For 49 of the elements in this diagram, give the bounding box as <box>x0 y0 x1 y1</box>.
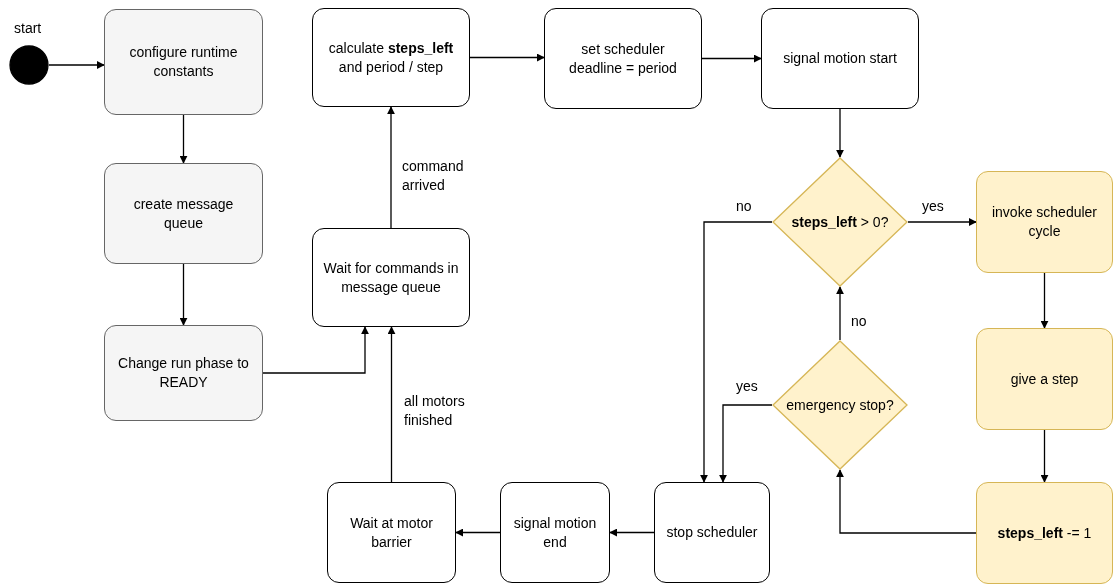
process-box <box>976 328 1113 430</box>
node-text: calculate steps_left and period / step <box>327 38 455 77</box>
process-box <box>761 8 919 109</box>
node-text: Wait at motor barrier <box>349 513 434 552</box>
arrow <box>907 218 977 226</box>
node-text: give a step <box>1010 369 1079 389</box>
start-circle <box>9 45 49 85</box>
node-text: emergency stop? <box>786 395 894 415</box>
process-box <box>327 482 456 583</box>
arrow <box>701 54 762 63</box>
decision-diamond <box>772 157 908 287</box>
node-text: stop scheduler <box>666 523 758 542</box>
arrow <box>179 114 188 164</box>
arrow <box>836 286 844 341</box>
process-box <box>500 482 610 583</box>
arrow <box>469 53 545 62</box>
arrow <box>700 221 773 483</box>
arrow <box>719 404 773 483</box>
arrow <box>1040 429 1049 483</box>
process-box <box>544 8 702 109</box>
process-box <box>104 9 263 115</box>
arrow <box>387 326 396 483</box>
arrow <box>836 469 977 534</box>
node-text: set scheduler deadline = period <box>568 39 678 78</box>
node-text: steps_left > 0? <box>791 212 889 232</box>
process-box <box>654 482 770 583</box>
node-text: invoke scheduler cycle <box>990 203 1099 241</box>
node-text: signal motion end <box>512 513 598 552</box>
arrow <box>1040 272 1049 329</box>
arrow <box>387 106 395 229</box>
node-text: Wait for commands in message queue <box>322 258 460 297</box>
arrow <box>455 528 501 537</box>
arrow <box>609 528 655 537</box>
arrow <box>836 108 844 158</box>
node-text: steps_left -= 1 <box>997 523 1092 543</box>
node-text: configure runtime constants <box>128 43 239 81</box>
process-box <box>312 228 470 327</box>
process-box <box>976 171 1113 273</box>
node-text: create message queue <box>132 194 235 233</box>
decision-diamond <box>772 340 908 470</box>
process-box <box>976 482 1113 584</box>
arrow <box>262 326 369 374</box>
node-text: Change run phase to READY <box>117 354 250 392</box>
arrow <box>179 263 188 326</box>
process-box <box>104 325 263 421</box>
process-box <box>312 8 470 107</box>
process-box <box>104 163 263 264</box>
node-text: signal motion start <box>783 49 897 68</box>
arrow <box>48 61 105 69</box>
